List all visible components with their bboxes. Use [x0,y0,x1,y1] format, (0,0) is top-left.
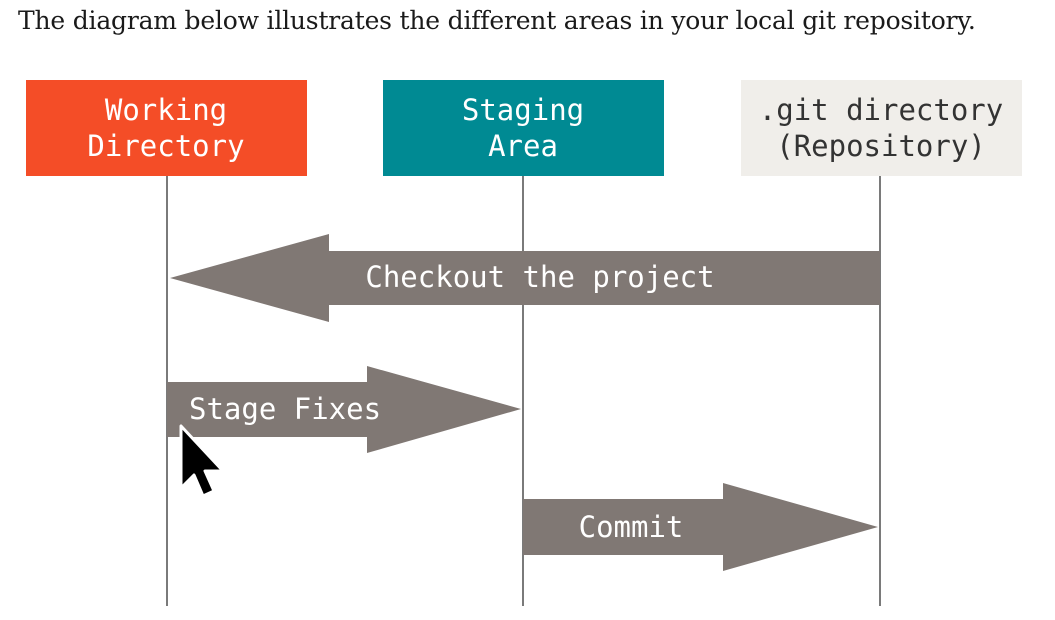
working-directory-box: Working Directory [26,80,307,176]
stage-fixes-arrow: Stage Fixes [167,366,521,453]
repository-label-line2: (Repository) [776,129,986,163]
intro-text: The diagram below illustrates the differ… [18,6,976,35]
working-directory-label-line1: Working [105,93,227,127]
commit-arrow-label: Commit [579,510,684,544]
mouse-pointer-icon [179,424,225,498]
working-directory-label-line2: Directory [87,129,244,163]
repository-box: .git directory (Repository) [741,80,1022,176]
staging-area-label-line2: Area [488,129,558,163]
checkout-arrow-label: Checkout the project [365,260,714,294]
staging-area-box: Staging Area [383,80,664,176]
commit-arrow: Commit [523,483,878,571]
stage-fixes-arrow-label: Stage Fixes [189,392,381,426]
staging-area-label-line1: Staging [462,93,584,127]
checkout-arrow: Checkout the project [170,234,880,322]
repository-label-line1: .git directory [759,93,1003,127]
